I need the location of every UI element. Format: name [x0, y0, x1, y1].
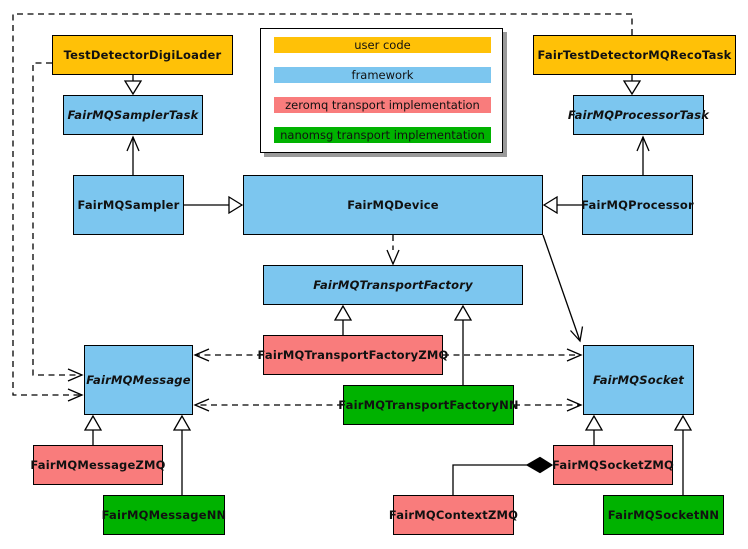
- edge-contextzmq-socketzmq: [452, 464, 527, 495]
- legend-label-nanomsg: nanomsg transport implementation: [280, 128, 485, 142]
- arrowhead-digiloader-to-message: [67, 368, 84, 382]
- triangle-message-zmq: [83, 414, 103, 431]
- node-fairmqmessage: FairMQMessage: [84, 345, 193, 415]
- legend-label-user-code: user code: [354, 38, 411, 52]
- node-fairmqsocketnn: FairMQSocketNN: [603, 495, 724, 535]
- arrowhead-sampler-samplertask: [126, 135, 140, 152]
- arrowhead-factoryzmq-message: [193, 348, 210, 362]
- node-fairmqsocket: FairMQSocket: [583, 345, 694, 415]
- triangle-factory-nn: [453, 304, 473, 321]
- triangle-socket-nn: [673, 414, 693, 431]
- legend-swatch-nanomsg: nanomsg transport implementation: [274, 127, 491, 143]
- node-fairmqtransportfactorynn: FairMQTransportFactoryNN: [338, 385, 519, 425]
- arrowhead-factorynn-message: [193, 398, 210, 412]
- node-fairmqdevice: FairMQDevice: [243, 175, 543, 235]
- triangle-factory-zmq: [333, 304, 353, 321]
- legend-label-framework: framework: [351, 68, 414, 82]
- legend-swatch-framework: framework: [274, 67, 491, 83]
- node-fairmqsamplertask: FairMQSamplerTask: [63, 95, 203, 135]
- arrowhead-processor-processortask: [636, 135, 650, 152]
- node-testdetectordigiloader: TestDetectorDigiLoader: [52, 35, 233, 75]
- legend: user code framework zeromq transport imp…: [260, 28, 503, 153]
- node-fairmqmessagenn: FairMQMessageNN: [102, 495, 226, 535]
- edge-recotask-to-message: [12, 13, 633, 396]
- legend-label-zeromq: zeromq transport implementation: [285, 98, 480, 112]
- arrowhead-device-factory: [386, 249, 400, 266]
- triangle-processortask: [622, 80, 642, 96]
- triangle-socket-zmq: [584, 414, 604, 431]
- legend-swatch-user-code: user code: [274, 37, 491, 53]
- node-fairmqmessagezmq: FairMQMessageZMQ: [30, 445, 165, 485]
- triangle-device-left: [228, 195, 244, 215]
- node-fairtestdetectormqrecotask: FairTestDetectorMQRecoTask: [533, 35, 736, 75]
- node-fairmqsampler: FairMQSampler: [73, 175, 184, 235]
- triangle-message-nn: [172, 414, 192, 431]
- arrowhead-recotask-to-message: [67, 388, 84, 402]
- arrowhead-factorynn-socket: [566, 398, 583, 412]
- node-fairmqtransportfactoryzmq: FairMQTransportFactoryZMQ: [258, 335, 448, 375]
- node-fairmqsocketzmq: FairMQSocketZMQ: [552, 445, 674, 485]
- diamond-socketzmq: [525, 456, 554, 474]
- arrowhead-device-socket: [570, 326, 584, 343]
- triangle-device-right: [542, 195, 558, 215]
- node-fairmqtransportfactory: FairMQTransportFactory: [263, 265, 523, 305]
- node-fairmqprocessor: FairMQProcessor: [581, 175, 694, 235]
- node-fairmqcontextzmq: FairMQContextZMQ: [389, 495, 518, 535]
- legend-swatch-zeromq: zeromq transport implementation: [274, 97, 491, 113]
- node-fairmqprocessortask: FairMQProcessorTask: [568, 95, 709, 135]
- triangle-samplertask: [123, 80, 143, 96]
- edge-device-socket: [542, 234, 581, 342]
- arrowhead-factoryzmq-socket: [566, 348, 583, 362]
